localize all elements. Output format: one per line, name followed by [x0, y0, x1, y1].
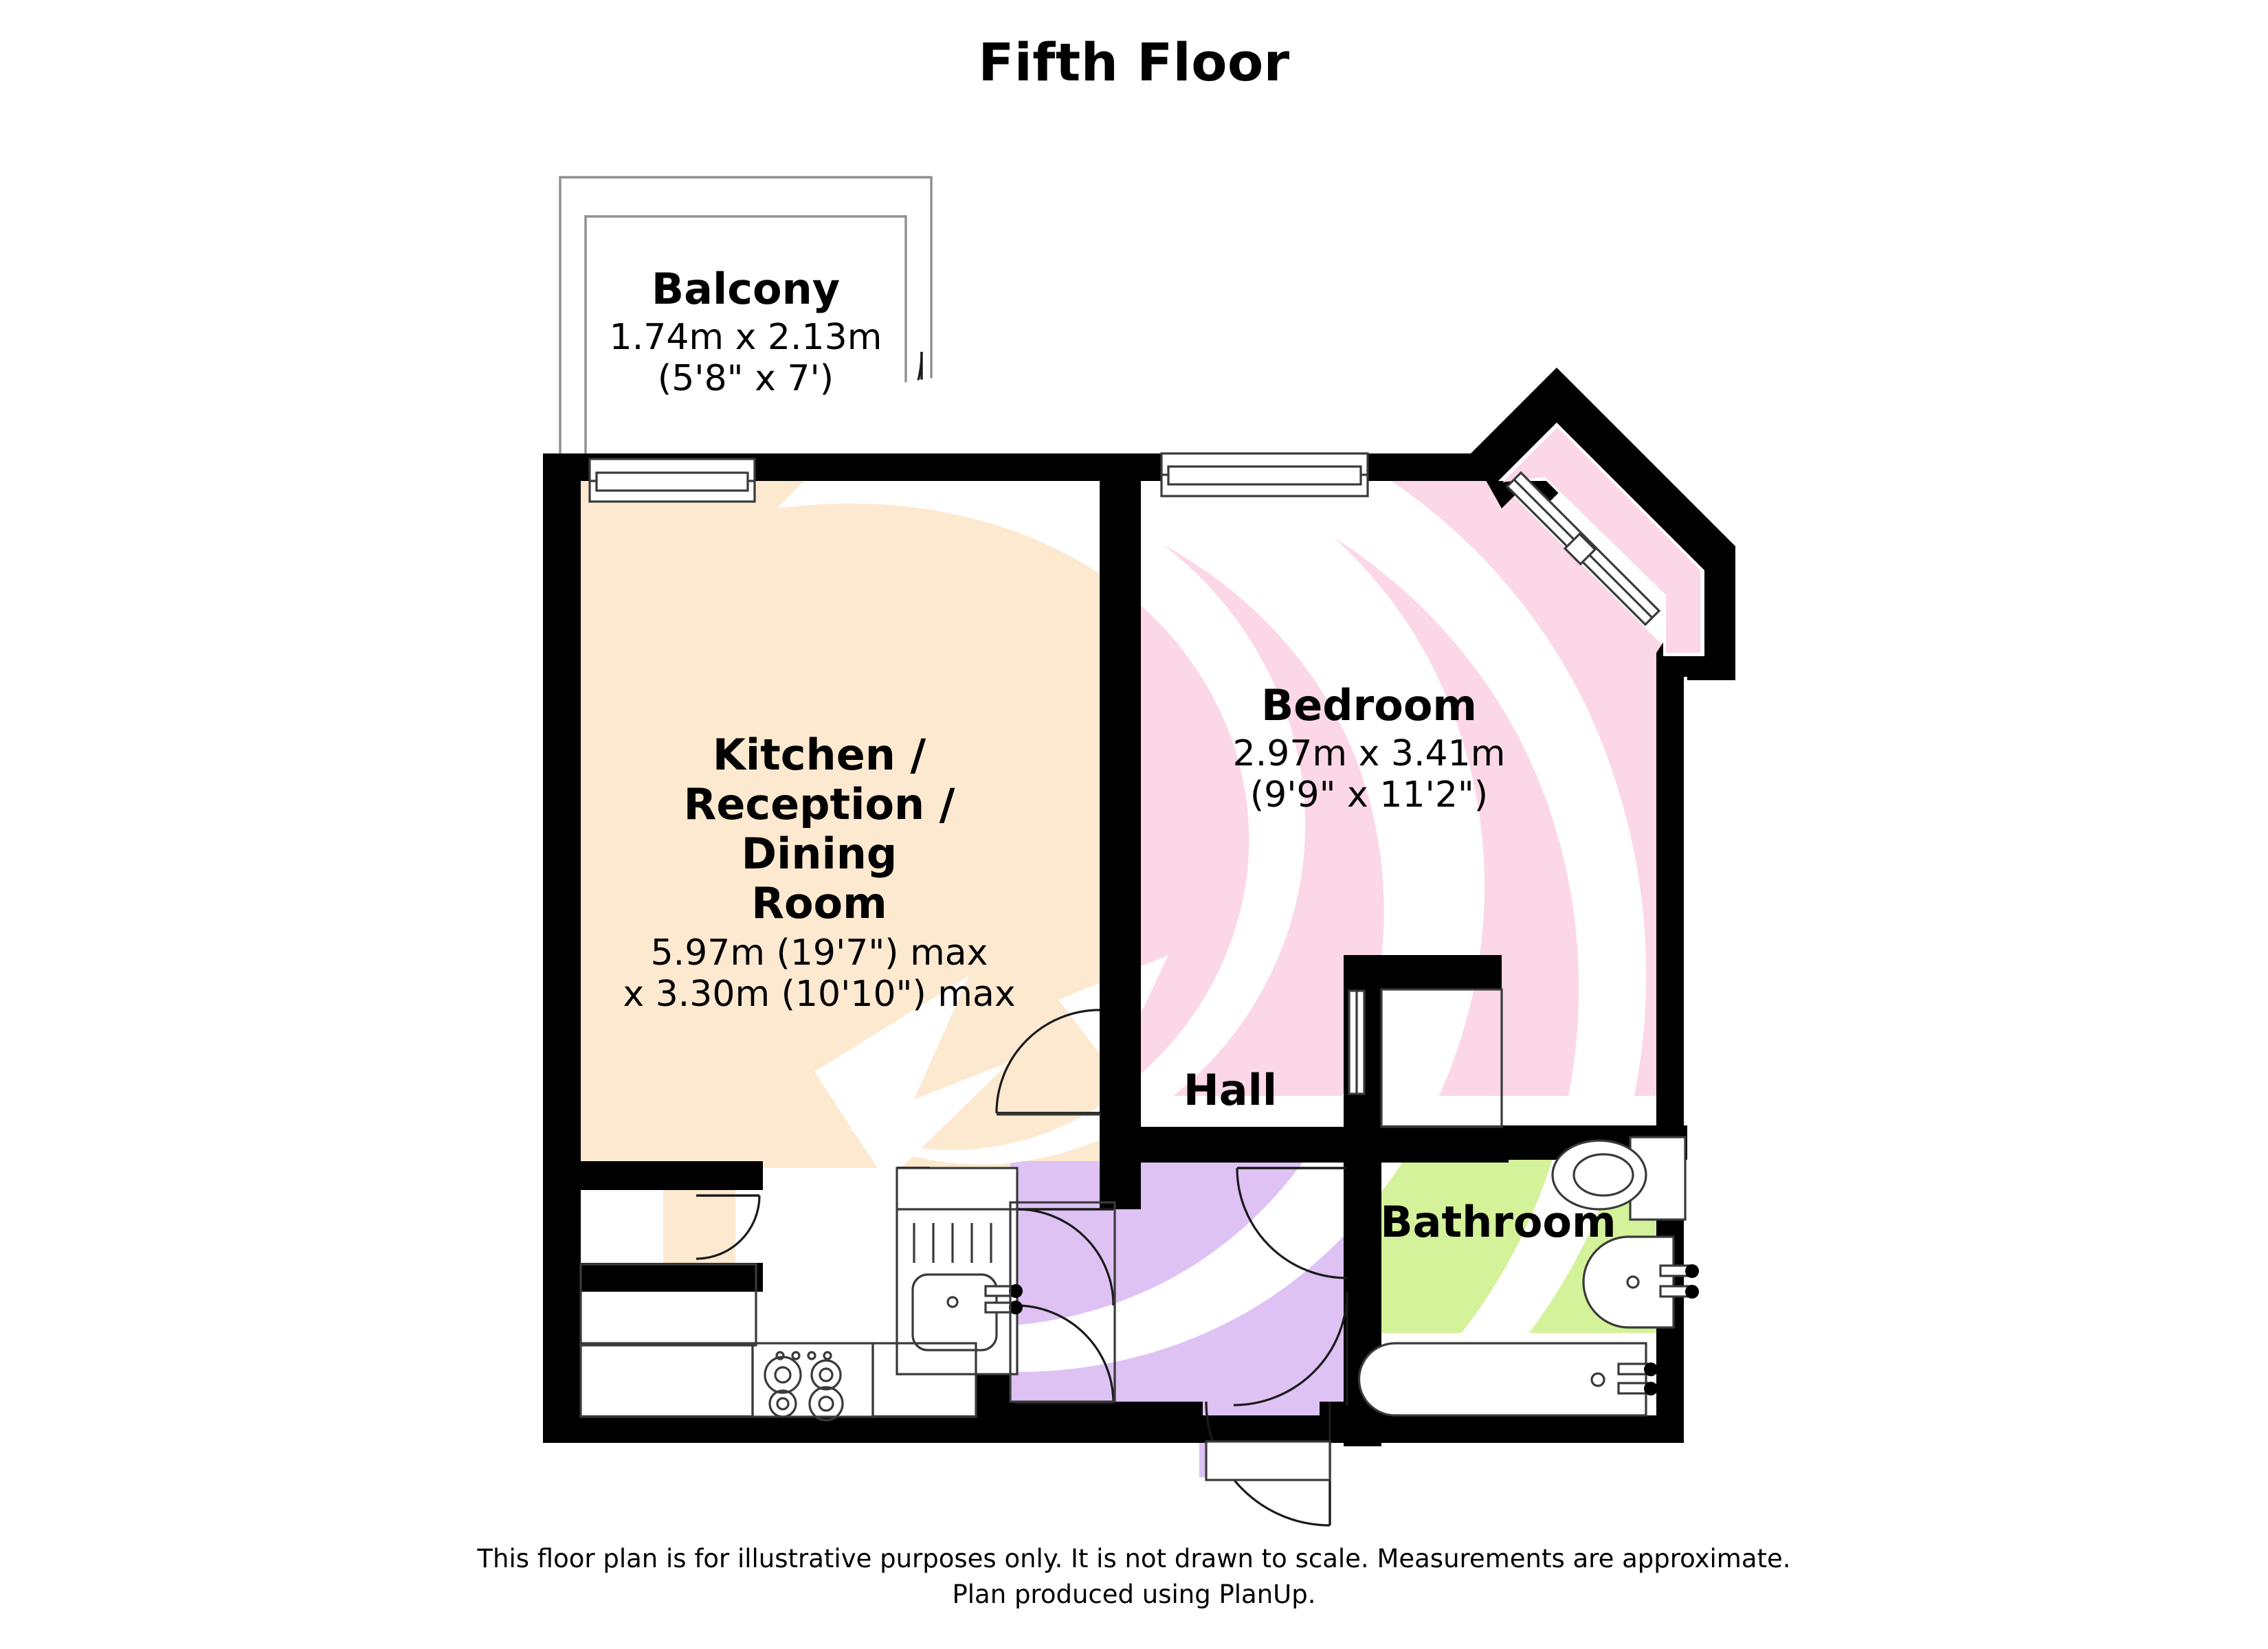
door-entrance [1205, 1401, 1331, 1527]
door-cupboard [696, 1194, 761, 1260]
door-kitchen-hall [995, 1009, 1101, 1116]
kitchen-sink [896, 1167, 1023, 1376]
kitchen-name-line-2: Reception / [684, 779, 955, 829]
toilet [1551, 1136, 1687, 1221]
bedroom-dim-imperial: (9'9" x 11'2") [1250, 774, 1488, 816]
kitchen-label: Kitchen / Reception / Dining Room 5.97m … [623, 730, 1015, 1015]
door-storage [1015, 1208, 1115, 1404]
bathroom-label: Bathroom [1380, 1197, 1616, 1247]
door-bathroom [1233, 1291, 1348, 1406]
disclaimer-footer: This floor plan is for illustrative purp… [0, 1541, 2268, 1613]
balcony-dim-metric: 1.74m x 2.13m [610, 317, 882, 358]
balcony-dim-imperial: (5'8" x 7') [658, 358, 834, 399]
kitchen-dim-line-2: x 3.30m (10'10") max [623, 974, 1015, 1015]
bedroom-label: Bedroom 2.97m x 3.41m (9'9" x 11'2") [1233, 680, 1506, 816]
window-kitchen-north [588, 458, 756, 503]
disclaimer-line-1: This floor plan is for illustrative purp… [477, 1543, 1791, 1573]
bathtub [1357, 1342, 1658, 1417]
kitchen-floor-fill [581, 481, 1100, 1347]
balcony-name: Balcony [652, 264, 840, 314]
hall-cupboards [1009, 988, 1503, 1403]
kitchen-dim-line-1: 5.97m (19'7") max [651, 932, 988, 974]
bathroom-name: Bathroom [1380, 1197, 1616, 1247]
bedroom-dim-metric: 2.97m x 3.41m [1233, 733, 1506, 774]
hob [751, 1342, 874, 1422]
page-title: Fifth Floor [978, 32, 1290, 93]
hall-name: Hall [1183, 1065, 1277, 1115]
window-bedroom-north [1160, 452, 1369, 497]
disclaimer-line-2: Plan produced using PlanUp. [952, 1580, 1316, 1610]
balcony-label: Balcony 1.74m x 2.13m (5'8" x 7') [610, 264, 882, 399]
window-bedroom-bay [1505, 471, 1661, 627]
kitchen-name-line-3: Dining [742, 829, 898, 879]
door-bedroom [1236, 1167, 1348, 1279]
basin [1582, 1235, 1699, 1329]
bedroom-name: Bedroom [1261, 680, 1477, 730]
kitchen-name-line-4: Room [751, 878, 887, 928]
hall-label: Hall [1183, 1065, 1277, 1115]
kitchen-units [579, 1263, 977, 1418]
window-hall-storage [1348, 989, 1366, 1095]
kitchen-name-line-1: Kitchen / [713, 730, 926, 780]
walls [543, 368, 1735, 1446]
